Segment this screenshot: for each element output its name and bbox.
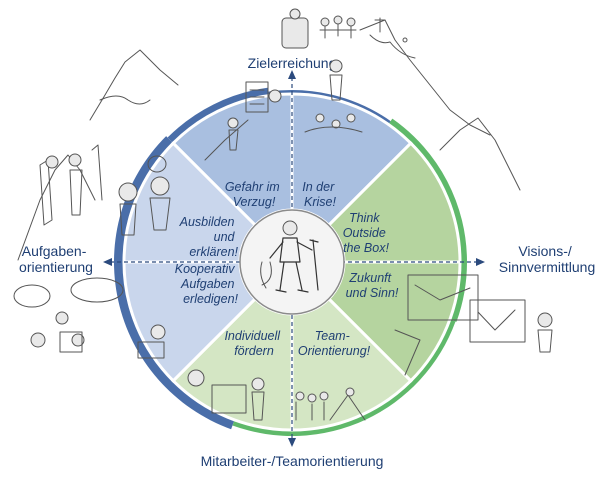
- mountain-sketch-left-icon: [17, 154, 96, 261]
- rope-climbers-icon: [204, 113, 363, 161]
- summit-climbers-icon: [281, 8, 386, 49]
- segment-label-ausbilden: Ausbilden und erklären!: [179, 215, 239, 259]
- segment-label-team: Team- Orientierung!: [298, 329, 371, 358]
- vertical-axis-arrow-bottom-icon: [288, 438, 296, 447]
- horizontal-axis-arrow-right-icon: [476, 258, 485, 266]
- axis-label-left: Aufgaben- orientierung: [19, 243, 93, 275]
- ladder-climbers-icon: [245, 59, 343, 113]
- mountain-sketch-top-left-icon: [89, 49, 179, 121]
- horizontal-axis-arrow-left-icon: [103, 258, 112, 266]
- ring-arc-blue-left: [114, 136, 235, 430]
- team-hiking-icon: [187, 369, 366, 421]
- segment-label-kooperativ: Kooperativ Aufgaben erledigen!: [175, 262, 239, 306]
- axis-label-top: Zielerreichung: [248, 55, 337, 71]
- sectors: [122, 92, 462, 432]
- climber-with-ice-axe-icon: [260, 220, 319, 293]
- climbing-wall-team-icon: [39, 144, 171, 236]
- ring-arc-green-right: [388, 118, 467, 322]
- segment-label-individuell: Individuell fördern: [224, 329, 283, 358]
- axis-label-right: Visions-/ Sinnvermittlung: [499, 243, 596, 275]
- vertical-axis-arrow-top-icon: [288, 70, 296, 79]
- segment-label-think: Think Outside the Box!: [343, 211, 390, 255]
- training-group-icon: [13, 277, 166, 359]
- segment-label-gefahr: Gefahr im Verzug!: [225, 180, 283, 209]
- axis-label-bottom: Mitarbeiter-/Teamorientierung: [201, 453, 384, 469]
- map-planning-icon: [394, 274, 553, 376]
- mountain-sketch-right-icon: [439, 117, 521, 191]
- segment-label-krise: In der Krise!: [302, 180, 337, 209]
- mountain-sketch-top-right-icon: [359, 19, 491, 136]
- segment-label-zukunft: Zukunft und Sinn!: [346, 271, 399, 300]
